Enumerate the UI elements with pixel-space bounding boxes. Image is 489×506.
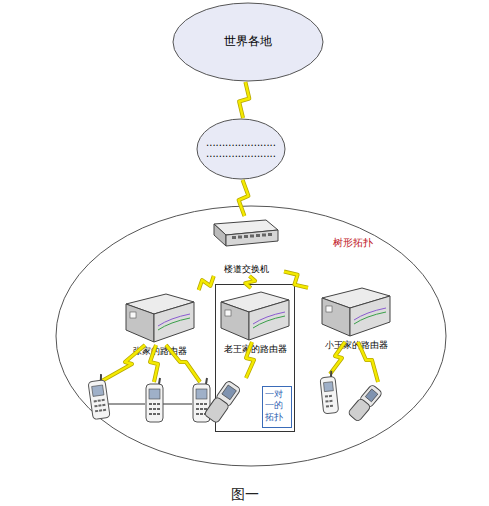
node-label: 老王家的路由器 (217, 344, 293, 355)
link-outline (239, 82, 249, 118)
figure-caption: 图一 (0, 486, 489, 504)
mobile-phone (87, 370, 339, 422)
link-outline (199, 276, 214, 290)
link-bolt (284, 272, 308, 288)
internet-cloud: 世界各地 (172, 2, 324, 82)
network-cloud: ........................................… (196, 118, 286, 180)
node-label: 世界各地 (172, 34, 324, 49)
link-bolt (239, 180, 249, 216)
topology-note: 一对一的拓扑 (262, 386, 292, 428)
phone-wire (106, 404, 192, 405)
link-outline (284, 272, 308, 288)
router-box: 老王家的路由器 (217, 288, 293, 360)
link-outline (239, 180, 249, 216)
link-bolt (239, 82, 249, 118)
wireless-link (284, 272, 308, 288)
node-label: 楼道交换机 (208, 264, 284, 275)
link-outline (245, 276, 255, 288)
router-box: 小王家的路由器 (308, 284, 404, 356)
wireless-link (245, 276, 255, 288)
node-label: 树形拓扑 (333, 237, 373, 250)
link-bolt (199, 276, 214, 290)
one-to-one-box: 一对一的拓扑 老王家的路由器 (215, 284, 295, 432)
wireless-link (199, 276, 214, 290)
router-box: 张家的路由器 (112, 290, 208, 362)
link-bolt (245, 276, 255, 288)
wireless-link (239, 82, 249, 118)
node-label: ...................... (206, 137, 276, 150)
node-label: ...................... (206, 148, 276, 161)
flip-phone (204, 380, 383, 424)
node-label: 张家的路由器 (112, 346, 208, 357)
floor-switch: 楼道交换机 (208, 216, 284, 276)
wireless-link (239, 180, 249, 216)
node-label: 小王家的路由器 (308, 340, 404, 351)
tree-topology-area: 树形拓扑楼道交换机张家的路由器一对一的拓扑 老王家的路由器 小王家的路由器 (55, 205, 447, 467)
